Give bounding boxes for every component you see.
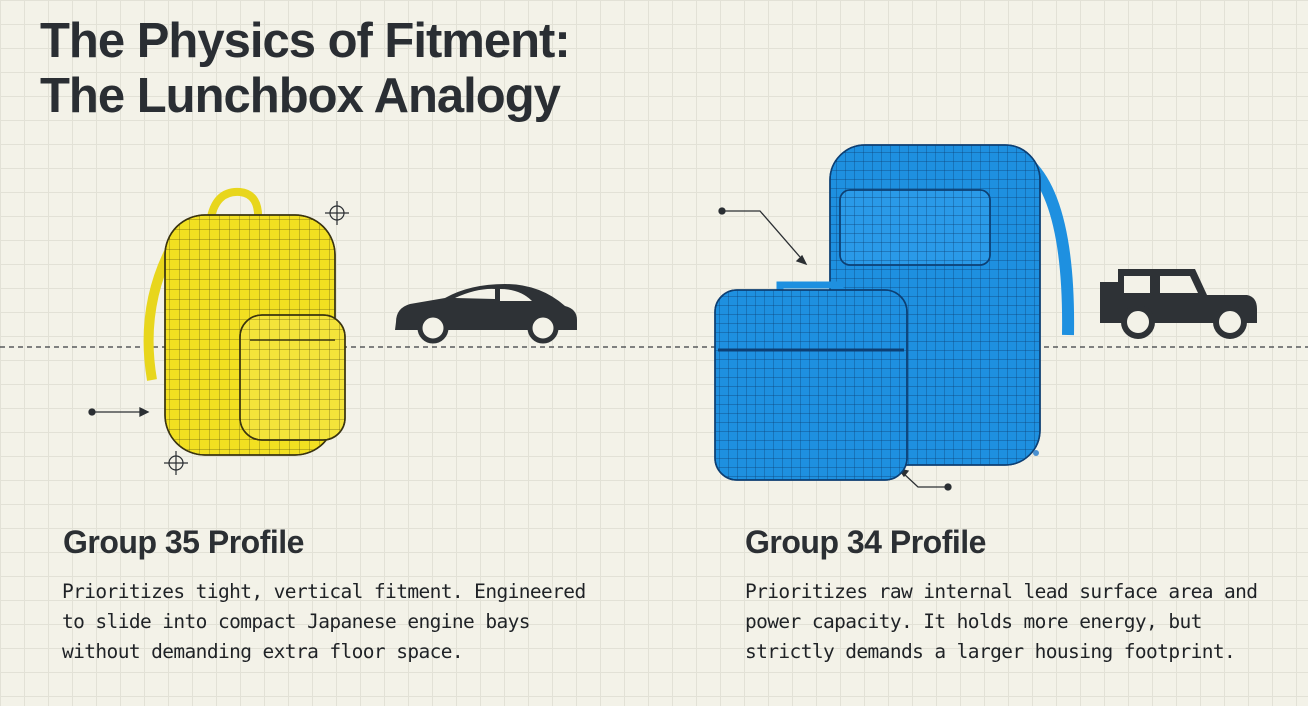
blue-lunchbox-icon [714, 281, 908, 481]
page-title: The Physics of Fitment: The Lunchbox Ana… [40, 14, 571, 124]
sedan-icon [395, 284, 577, 344]
crosshair-icon [164, 201, 349, 475]
group-35-heading: Group 35 Profile [63, 524, 304, 560]
dot-marker [1033, 450, 1039, 456]
group-35-description: Prioritizes tight, vertical fitment. Eng… [62, 580, 586, 663]
yellow-backpack-icon [143, 187, 346, 456]
group-34-heading: Group 34 Profile [745, 524, 986, 560]
title-line-1: The Physics of Fitment: [40, 14, 571, 68]
title-line-2: The Lunchbox Analogy [40, 69, 561, 123]
jeep-icon [1100, 269, 1257, 339]
group-34-description: Prioritizes raw internal lead surface ar… [745, 580, 1258, 663]
pointer-arrow-icon [88, 207, 952, 491]
